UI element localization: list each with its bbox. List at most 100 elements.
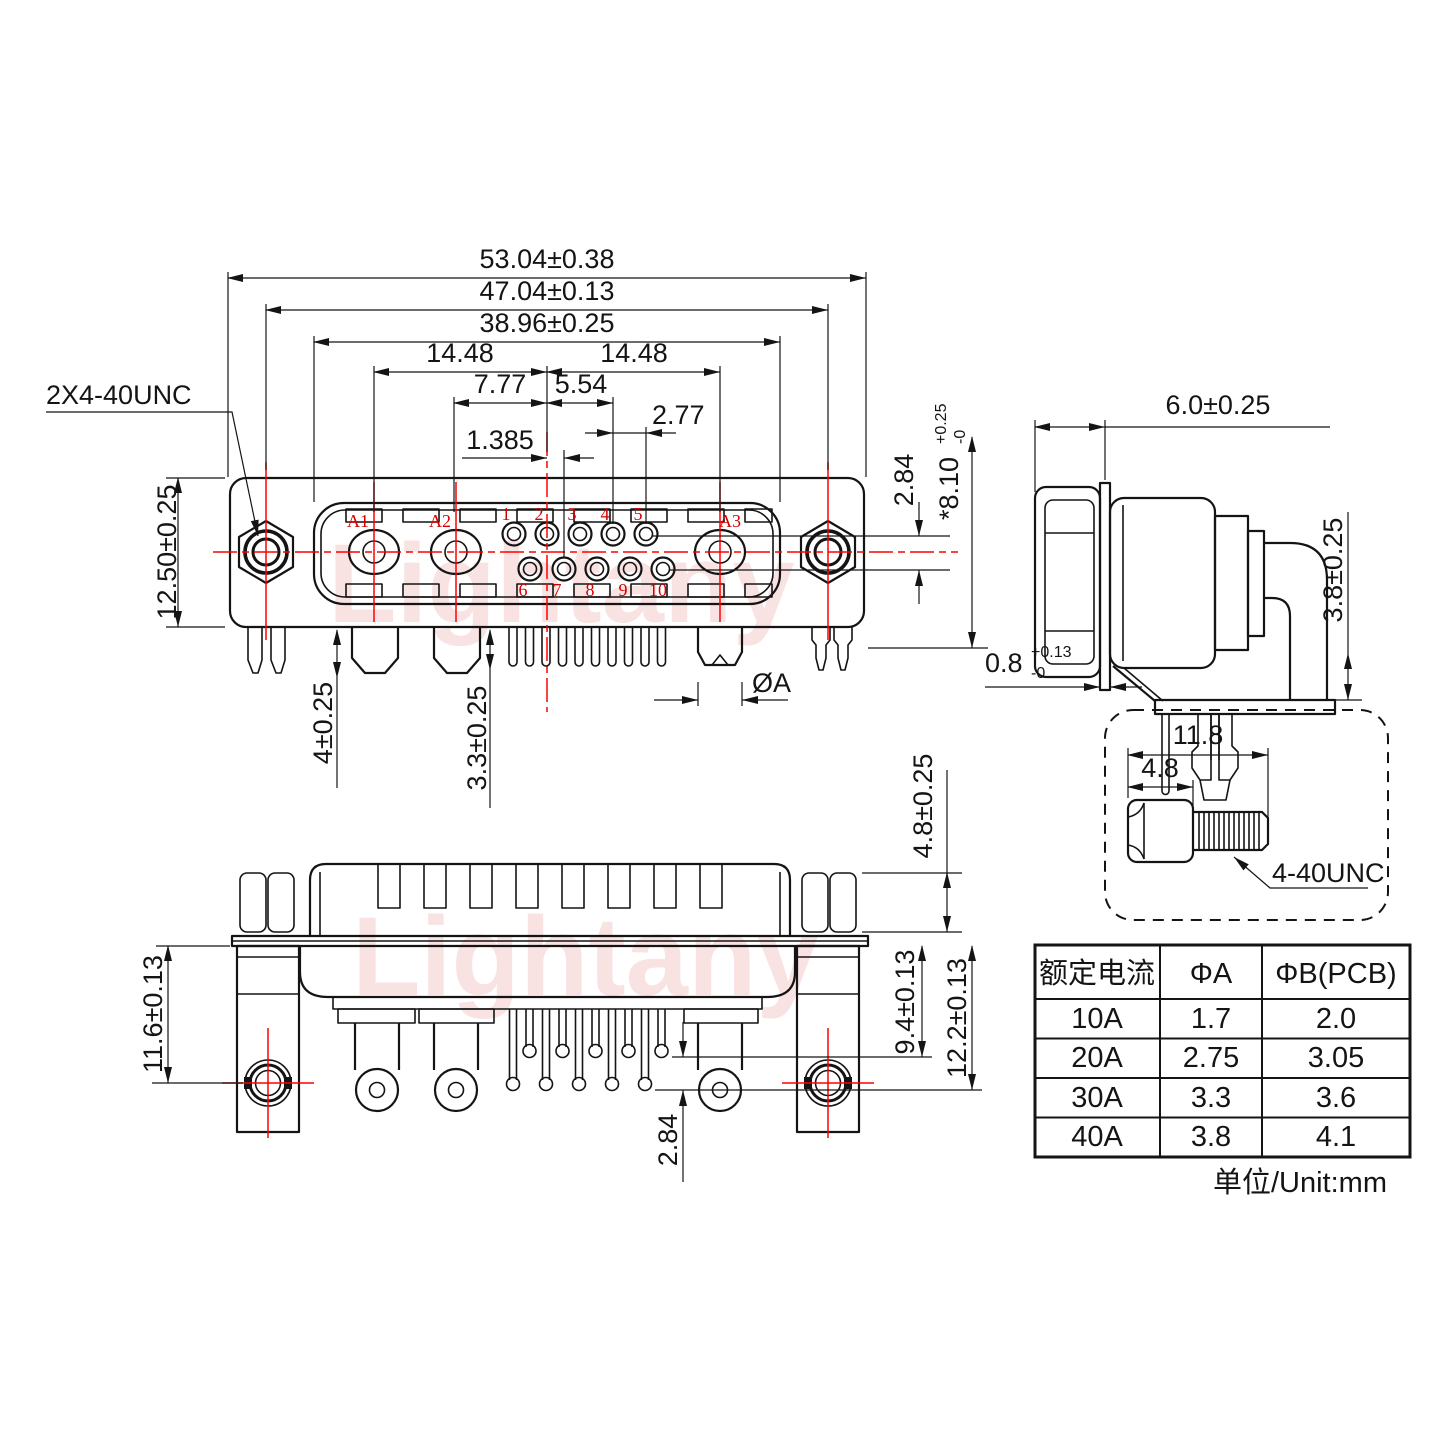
bottom-shell-slots	[377, 864, 723, 909]
side-elbow-inner	[1264, 596, 1292, 700]
bottom-view: 11.6±0.13 4.8±0.25 9.4±0.13 12.2±0.13 2.…	[138, 754, 982, 1182]
pin-label-2: 2	[535, 504, 544, 524]
dim-standoff: 3.8±0.25	[1318, 518, 1348, 623]
table-cell: 4.1	[1316, 1121, 1356, 1153]
pin-label-1: 1	[502, 504, 511, 524]
dim-screw-total: 11.8	[1173, 720, 1224, 750]
spec-table: 额定电流 ΦA ΦB(PCB) 10A 1.7 2.0 20A 2.75 3.0…	[1033, 943, 1412, 1199]
dim-pin-diameter: ØA	[752, 668, 791, 698]
screw-thread	[1193, 810, 1270, 852]
svg-text:-0: -0	[952, 430, 969, 444]
bottom-signal-pins	[505, 1009, 669, 1092]
dim-panel-thickness: 0.8 +0.13 -0	[985, 644, 1072, 682]
dim-screw-hex: 4.8	[1141, 753, 1179, 783]
side-extension-lines	[1034, 420, 1362, 701]
dim-a3-center: 14.48	[600, 338, 668, 368]
dim-lock-offset: 11.6±0.13	[138, 955, 168, 1073]
dim-a2-center: 7.77	[474, 369, 527, 399]
front-view: A1 A2 A3 1 2 3 4 5 6 7 8 9 10	[46, 244, 988, 808]
pin-label-3: 3	[568, 504, 577, 524]
table-cell: 30A	[1071, 1082, 1123, 1114]
side-view: 6.0±0.25 3.8±0.25 0.8 +0.13 -0	[985, 390, 1362, 801]
dim-row-gap: 2.84	[889, 454, 919, 507]
dim-a1-center: 14.48	[426, 338, 494, 368]
dim-depth-star: *8.10 +0.25 -0	[933, 403, 969, 520]
pin-label-7: 7	[553, 580, 562, 600]
dim-side-depth: 6.0±0.25	[1166, 390, 1271, 420]
svg-text:+0.13: +0.13	[1031, 644, 1072, 661]
bottom-shell	[308, 862, 792, 936]
screw-hex-body	[1126, 798, 1195, 864]
front-extension-lines	[166, 272, 988, 706]
side-hex-head	[1033, 485, 1102, 679]
contact-label-a1: A1	[347, 511, 369, 531]
dim-flange-height: 12.50±0.25	[152, 485, 182, 620]
table-cell: 10A	[1071, 1003, 1123, 1035]
bottom-board-lock-right	[782, 944, 874, 1138]
bottom-hex-standoffs	[239, 872, 857, 933]
dim-half-pitch: 1.385	[466, 425, 534, 455]
table-cell: 2.0	[1316, 1003, 1356, 1035]
screw-detail: 11.8 4.8 4-40UNC	[1104, 709, 1389, 921]
pin-label-6: 6	[519, 580, 528, 600]
shell-top-slots	[345, 508, 773, 523]
table-cell: 40A	[1071, 1121, 1123, 1153]
thread-callout: 2X4-40UNC	[46, 380, 192, 410]
pin-label-5: 5	[634, 504, 643, 524]
detail-boundary	[1104, 709, 1389, 921]
dim-signal-peg: 3.3±0.25	[462, 686, 492, 791]
svg-text:+0.25: +0.25	[933, 403, 950, 444]
side-flange-plate	[1098, 481, 1112, 692]
table-cell: 3.3	[1191, 1082, 1231, 1114]
dim-pin-pitch: 2.77	[652, 400, 705, 430]
table-row: 10A 1.7 2.0	[1071, 1003, 1356, 1035]
table-cell: 3.6	[1316, 1082, 1356, 1114]
side-pcb-pin	[1161, 714, 1170, 796]
dim-row-stagger: 2.84	[653, 1114, 683, 1167]
table-header-dia-a: ΦA	[1190, 958, 1233, 990]
table-grid	[1035, 945, 1410, 1157]
table-border	[1033, 943, 1412, 1159]
pin-label-10: 10	[649, 580, 667, 600]
dim-pin-short: 9.4±0.13	[890, 950, 920, 1055]
contact-label-a3: A3	[719, 511, 741, 531]
svg-text:-0: -0	[1031, 665, 1045, 682]
table-row: 20A 2.75 3.05	[1071, 1042, 1364, 1074]
bottom-body-step	[332, 996, 763, 1010]
table-cell: 1.7	[1191, 1003, 1231, 1035]
table-header-dia-b: ΦB(PCB)	[1275, 958, 1396, 990]
pin-label-9: 9	[619, 580, 628, 600]
shell-bottom-slots	[345, 583, 773, 598]
pin-label-4: 4	[601, 504, 610, 524]
dim-coax-peg: 4±0.25	[308, 682, 338, 764]
dim-nut-height: 4.8±0.25	[908, 754, 938, 859]
side-bracket-plate	[1153, 698, 1337, 716]
front-dimensions	[46, 274, 976, 808]
front-pcb-pegs	[247, 627, 853, 675]
contact-label-a2: A2	[429, 511, 451, 531]
dim-total-width: 53.04±0.38	[480, 244, 615, 274]
screw-thread-label: 4-40UNC	[1272, 858, 1385, 888]
table-row: 30A 3.3 3.6	[1071, 1082, 1356, 1114]
table-cell: 3.8	[1191, 1121, 1231, 1153]
side-insert-step2	[1246, 529, 1266, 638]
dim-shell-width: 38.96±0.25	[480, 308, 615, 338]
dim-hole-span: 47.04±0.13	[480, 276, 615, 306]
table-header-current: 额定电流	[1039, 957, 1155, 990]
dim-pin4: 5.54	[555, 369, 608, 399]
svg-text:*8.10: *8.10	[934, 457, 964, 520]
table-cell: 20A	[1071, 1042, 1123, 1074]
dim-pin-long: 12.2±0.13	[942, 958, 972, 1078]
watermark-text: Lightany	[352, 894, 819, 1019]
side-elbow-outer	[1264, 541, 1329, 700]
bottom-coax-cups	[337, 1008, 759, 1113]
side-hex-inner	[1044, 499, 1095, 665]
svg-text:0.8: 0.8	[985, 648, 1023, 678]
table-row: 40A 3.8 4.1	[1071, 1121, 1356, 1153]
pin-label-8: 8	[586, 580, 595, 600]
unit-note: 单位/Unit:mm	[1213, 1166, 1387, 1199]
table-cell: 3.05	[1308, 1042, 1364, 1074]
table-cell: 2.75	[1183, 1042, 1239, 1074]
